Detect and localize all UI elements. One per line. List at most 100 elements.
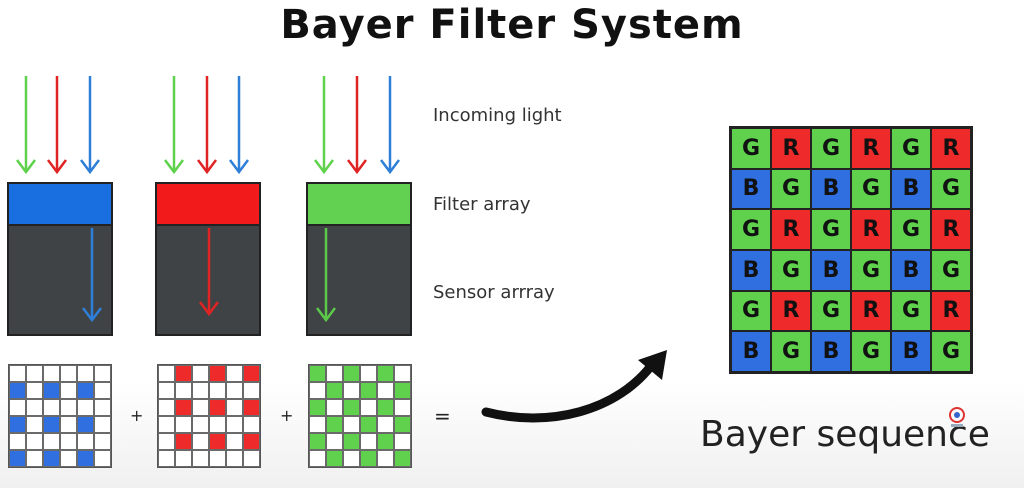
pattern-cell — [209, 433, 226, 450]
pattern-cell — [377, 365, 394, 382]
pattern-cell — [43, 433, 60, 450]
pattern-cell — [175, 450, 192, 467]
blue-arrow — [80, 76, 100, 175]
pattern-cell — [175, 382, 192, 399]
red-arrow — [47, 76, 67, 175]
pattern-cell — [343, 433, 360, 450]
bayer-cell: G — [851, 168, 891, 210]
blue-arrow — [380, 76, 400, 175]
bayer-cell: G — [811, 290, 851, 332]
pattern-cell — [226, 450, 243, 467]
pattern-cell — [309, 399, 326, 416]
bayer-cell: B — [811, 168, 851, 210]
bayer-cell: G — [931, 331, 971, 372]
pattern-cell — [43, 382, 60, 399]
pattern-cell — [60, 416, 77, 433]
pattern-cell — [209, 365, 226, 382]
pattern-cell — [77, 365, 94, 382]
pattern-cell — [43, 365, 60, 382]
pattern-cell — [9, 365, 26, 382]
pattern-cell — [192, 416, 209, 433]
pattern-cell — [209, 399, 226, 416]
pattern-cell — [209, 450, 226, 467]
pattern-cell — [158, 416, 175, 433]
pattern-cell — [60, 450, 77, 467]
pattern-cell — [326, 450, 343, 467]
pattern-cell — [60, 399, 77, 416]
bayer-cell: R — [851, 209, 891, 250]
bayer-cell: B — [891, 331, 931, 372]
pattern-cell — [377, 399, 394, 416]
bayer-cell: G — [811, 128, 851, 169]
bayer-cell: G — [891, 290, 931, 332]
bayer-cell: G — [731, 209, 771, 250]
bayer-cell: G — [851, 331, 891, 372]
pattern-cell — [309, 450, 326, 467]
pattern-cell — [192, 399, 209, 416]
pattern-cell — [9, 416, 26, 433]
pattern-cell — [226, 416, 243, 433]
bayer-cell: G — [931, 250, 971, 291]
pattern-cell — [394, 399, 411, 416]
bayer-cell: B — [731, 331, 771, 372]
pattern-cell — [377, 450, 394, 467]
bayer-cell: G — [731, 290, 771, 332]
green-filter — [306, 182, 412, 224]
pattern-cell — [343, 450, 360, 467]
blue-pattern-grid — [8, 364, 112, 468]
sensor-blue-column — [7, 224, 113, 336]
bayer-cell: B — [891, 168, 931, 210]
pattern-cell — [175, 365, 192, 382]
sensor-green-column — [306, 224, 412, 336]
bayer-cell: R — [771, 290, 811, 332]
incoming-light-arrows-red-column — [164, 76, 249, 175]
page-title: Bayer Filter System — [280, 2, 744, 48]
pattern-cell — [94, 399, 111, 416]
bayer-cell: G — [731, 128, 771, 169]
pattern-cell — [326, 365, 343, 382]
blue-filter — [7, 182, 113, 224]
plus-operator: + — [130, 406, 144, 425]
pattern-cell — [309, 416, 326, 433]
bayer-cell: B — [731, 168, 771, 210]
red-pattern-grid — [157, 364, 261, 468]
bayer-cell: R — [851, 290, 891, 332]
plus-operator: + — [280, 406, 294, 425]
pattern-cell — [43, 416, 60, 433]
pattern-cell — [192, 433, 209, 450]
passed-blue-arrow — [82, 228, 102, 323]
pattern-cell — [360, 365, 377, 382]
pattern-cell — [343, 399, 360, 416]
pattern-cell — [209, 382, 226, 399]
green-arrow — [16, 76, 36, 175]
pattern-cell — [343, 416, 360, 433]
pattern-cell — [209, 416, 226, 433]
sensor-red-column — [155, 224, 261, 336]
bayer-cell: R — [851, 128, 891, 169]
pattern-cell — [326, 399, 343, 416]
pattern-cell — [158, 399, 175, 416]
watermark-logo-icon — [949, 407, 965, 427]
pattern-cell — [158, 450, 175, 467]
pattern-cell — [343, 382, 360, 399]
pattern-cell — [309, 365, 326, 382]
pattern-cell — [77, 450, 94, 467]
pattern-cell — [60, 382, 77, 399]
passed-red-arrow — [199, 228, 219, 317]
pattern-cell — [360, 433, 377, 450]
bayer-cell: G — [931, 168, 971, 210]
pattern-cell — [243, 399, 260, 416]
pattern-cell — [377, 416, 394, 433]
pattern-cell — [43, 450, 60, 467]
bayer-cell: R — [771, 209, 811, 250]
passed-green-arrow — [316, 228, 336, 323]
pattern-cell — [394, 382, 411, 399]
pattern-cell — [360, 382, 377, 399]
pattern-cell — [77, 382, 94, 399]
pattern-cell — [158, 365, 175, 382]
bayer-cell: R — [931, 290, 971, 332]
pattern-cell — [175, 399, 192, 416]
label-incoming-light: Incoming light — [433, 105, 562, 126]
bayer-cell: G — [891, 128, 931, 169]
pattern-cell — [94, 416, 111, 433]
